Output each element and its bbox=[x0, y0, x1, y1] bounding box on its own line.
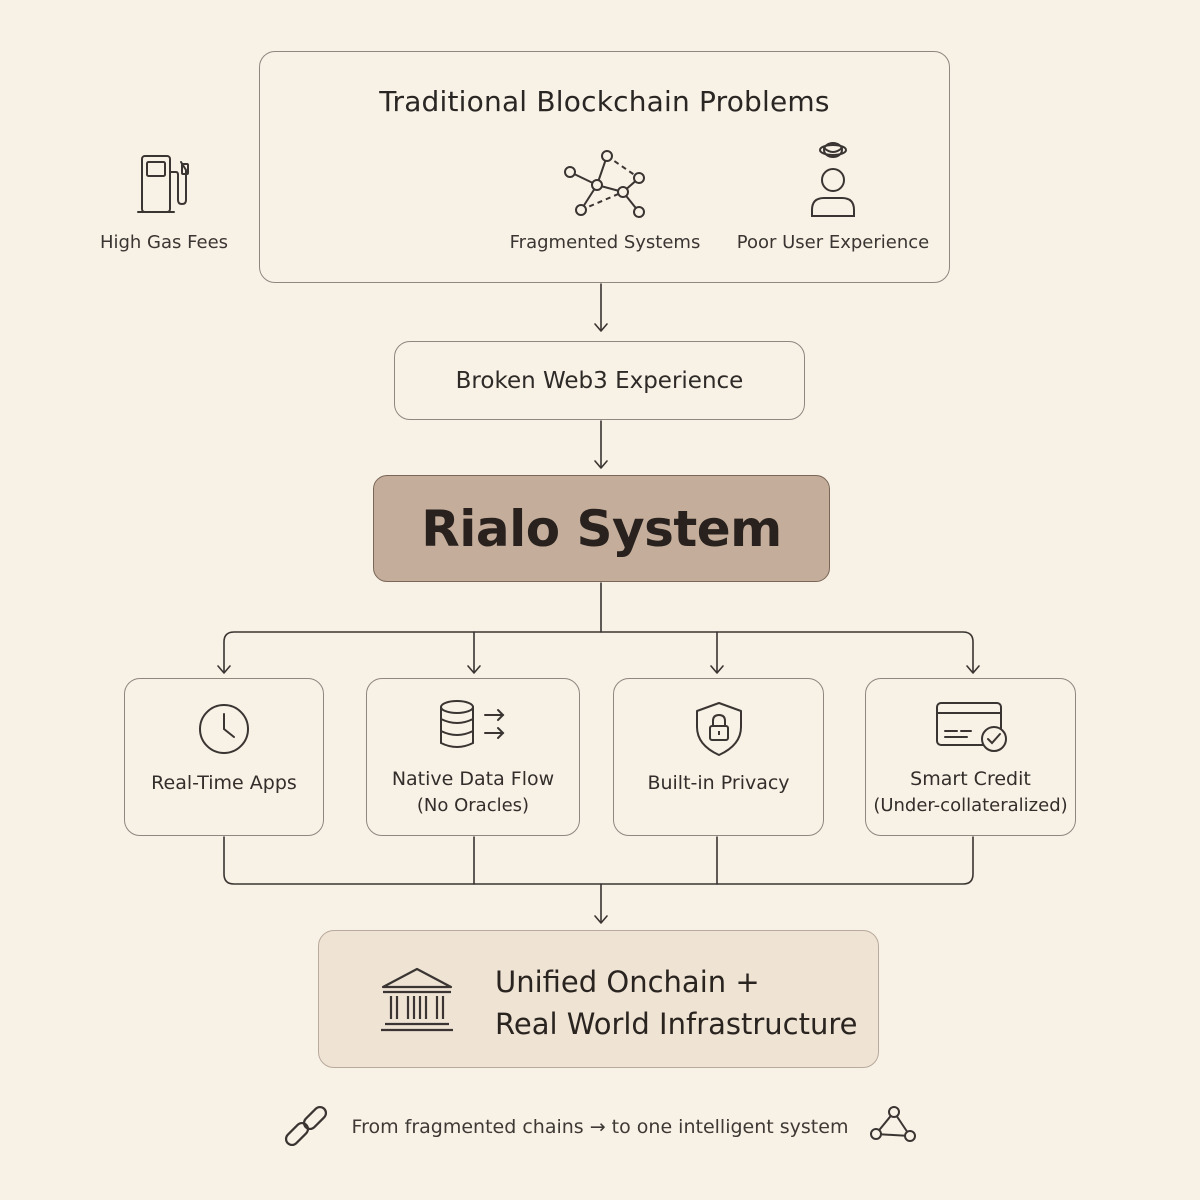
network-triangle-icon bbox=[870, 1106, 916, 1142]
split-bus bbox=[223, 631, 974, 673]
network-nodes-icon bbox=[564, 150, 645, 218]
problems-panel: Traditional Blockchain Problems High Gas… bbox=[100, 51, 950, 283]
unified-title-line1: Unified Onchain + bbox=[495, 965, 760, 999]
unified-title-line2: Real World Infrastructure bbox=[495, 1007, 858, 1041]
gas-pump-icon bbox=[137, 155, 189, 213]
problem-label: Poor User Experience bbox=[736, 232, 930, 253]
rialo-system-box: Rialo System bbox=[373, 475, 830, 582]
feature-label: Built-in Privacy bbox=[647, 772, 790, 794]
merge-bus bbox=[223, 836, 974, 885]
feature-label: Smart Credit bbox=[910, 768, 1031, 790]
confused-user-icon bbox=[811, 142, 855, 217]
credit-card-check-icon bbox=[935, 702, 1007, 752]
feature-sublabel: (No Oracles) bbox=[416, 795, 530, 816]
unified-infrastructure-box: Unified Onchain + Real World Infrastruct… bbox=[318, 930, 879, 1068]
feature-real-time-apps: Real-Time Apps bbox=[124, 678, 324, 836]
feature-sublabel: (Under-collateralized) bbox=[873, 795, 1068, 816]
feature-native-data-flow: Native Data Flow (No Oracles) bbox=[366, 678, 580, 836]
broken-web3-box: Broken Web3 Experience bbox=[394, 341, 805, 420]
feature-built-in-privacy: Built-in Privacy bbox=[613, 678, 824, 836]
problem-label: High Gas Fees bbox=[99, 232, 229, 253]
clock-icon bbox=[199, 704, 249, 754]
footer-tagline: From fragmented chains → to one intellig… bbox=[351, 1116, 849, 1138]
problem-high-gas-fees: High Gas Fees bbox=[49, 148, 279, 253]
database-flow-icon bbox=[440, 700, 505, 748]
problem-fragmented-systems: Fragmented Systems bbox=[490, 148, 720, 253]
problems-title: Traditional Blockchain Problems bbox=[379, 85, 830, 118]
shield-lock-icon bbox=[695, 702, 742, 756]
feature-label: Real-Time Apps bbox=[151, 772, 297, 794]
feature-label: Native Data Flow bbox=[391, 768, 555, 790]
feature-smart-credit: Smart Credit (Under-collateralized) bbox=[865, 678, 1076, 836]
problem-poor-user-experience: Poor User Experience bbox=[718, 142, 948, 253]
bank-building-icon bbox=[381, 967, 453, 1032]
chain-link-icon bbox=[284, 1105, 328, 1147]
problem-label: Fragmented Systems bbox=[509, 232, 701, 253]
